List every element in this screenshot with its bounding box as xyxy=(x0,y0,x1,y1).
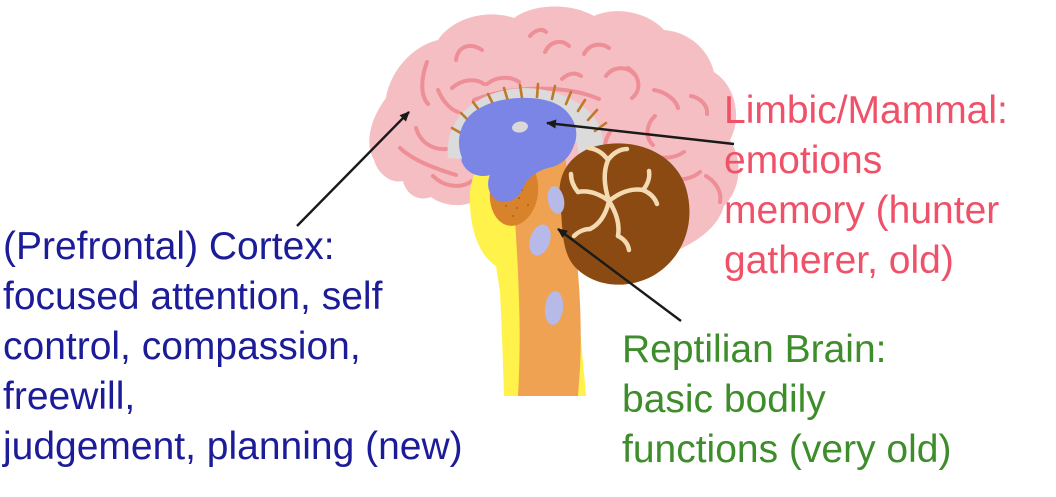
limbic-spot xyxy=(512,121,528,133)
arrow-to-reptilian xyxy=(557,228,682,322)
cortex-label: (Prefrontal) Cortex: focused attention, … xyxy=(3,225,463,468)
reptilian-label: Reptilian Brain: basic bodily functions … xyxy=(622,328,952,471)
arrow-to-limbic xyxy=(546,119,735,146)
limbic-label: Limbic/Mammal: emotions memory (hunter g… xyxy=(724,89,1008,282)
cerebellum-branches xyxy=(568,145,660,253)
cerebellum xyxy=(559,143,690,285)
brainstem-nuclei xyxy=(529,186,565,325)
arrow-to-cortex xyxy=(296,111,410,227)
